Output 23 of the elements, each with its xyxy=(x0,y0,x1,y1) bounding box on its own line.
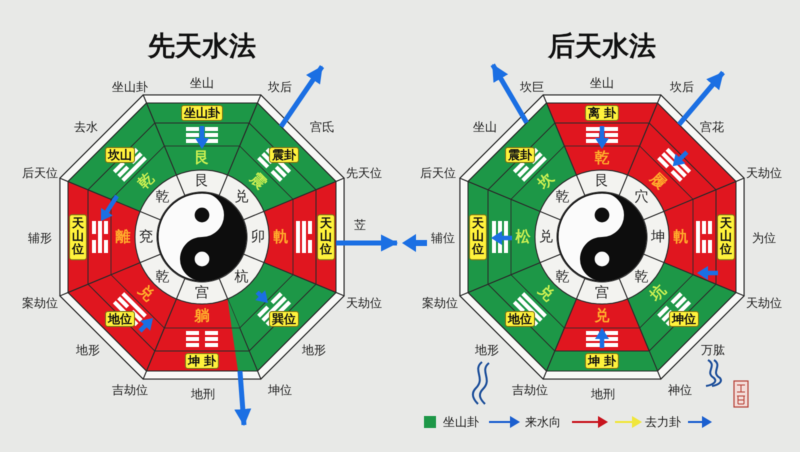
position-label: 坎巨 xyxy=(520,80,544,94)
position-label: 坐山 xyxy=(590,76,614,90)
position-label: 坐山卦 xyxy=(112,80,148,94)
position-label: 坎后 xyxy=(670,80,694,94)
octagon-heading: 后天水法 xyxy=(548,30,656,64)
position-label: 神位 xyxy=(668,383,692,397)
position-label: 后天位 xyxy=(22,166,58,180)
position-label: 为位 xyxy=(752,231,776,245)
flow-arrow xyxy=(234,370,252,426)
position-label: 坎后 xyxy=(268,80,292,94)
position-label: 吉劫位 xyxy=(512,383,548,397)
position-label: 辅形 xyxy=(28,231,52,245)
position-label: 坤位 xyxy=(268,383,292,397)
octagon-heading: 先天水法 xyxy=(148,30,256,64)
legend-label: 去力卦 xyxy=(645,415,681,429)
position-label: 案劫位 xyxy=(22,296,58,310)
position-label: 天劫位 xyxy=(746,296,782,310)
legend-label: 来水向 xyxy=(525,415,561,429)
legend-label: 坐山卦 xyxy=(443,415,479,429)
position-label: 地刑 xyxy=(591,387,615,401)
position-label: 坐山 xyxy=(190,76,214,90)
position-label: 吉劫位 xyxy=(112,383,148,397)
position-label: 地刑 xyxy=(191,387,215,401)
